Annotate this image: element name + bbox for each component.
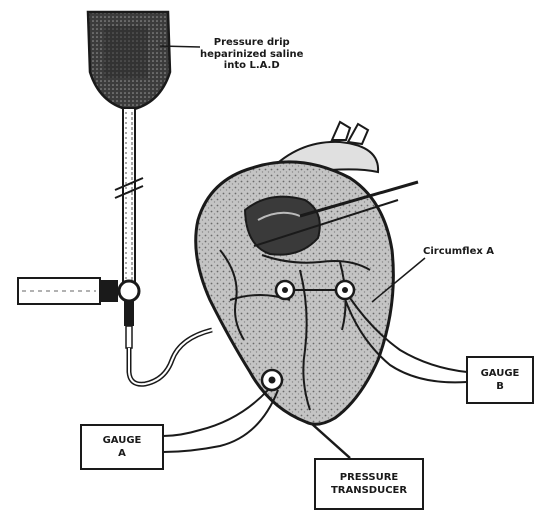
- gauge-a-box: GAUGE A: [80, 424, 164, 470]
- pressure-transducer-box: PRESSURE TRANSDUCER: [314, 458, 424, 510]
- pressure-drip-label: Pressure drip heparinized saline into L.…: [200, 37, 303, 72]
- gauge-b-box: GAUGE B: [466, 356, 534, 404]
- syringe: [18, 278, 118, 304]
- gauge-a-line-1: GAUGE: [103, 434, 142, 448]
- pressure-drip-line-1: Pressure drip: [200, 37, 303, 49]
- circumflex-label: Circumflex A: [423, 246, 494, 258]
- stopcock: [119, 281, 139, 348]
- transducer-line: [312, 424, 350, 458]
- gauge-a-line-2: A: [118, 447, 126, 461]
- pressure-drip-line-2: heparinized saline: [200, 49, 303, 61]
- drip-tube: [115, 108, 143, 296]
- gauge-a-wires: [163, 390, 278, 452]
- drip-bag: [88, 12, 170, 110]
- gauge-b-line-1: GAUGE: [481, 367, 520, 381]
- transducer-line-1: PRESSURE: [340, 471, 398, 485]
- gauge-b-line-2: B: [496, 380, 504, 394]
- pressure-drip-line-3: into L.A.D: [200, 60, 303, 72]
- flow-probe-a: [262, 370, 282, 390]
- lad-catheter: [129, 330, 212, 384]
- transducer-line-2: TRANSDUCER: [331, 484, 407, 498]
- drip-label-leader: [160, 46, 200, 47]
